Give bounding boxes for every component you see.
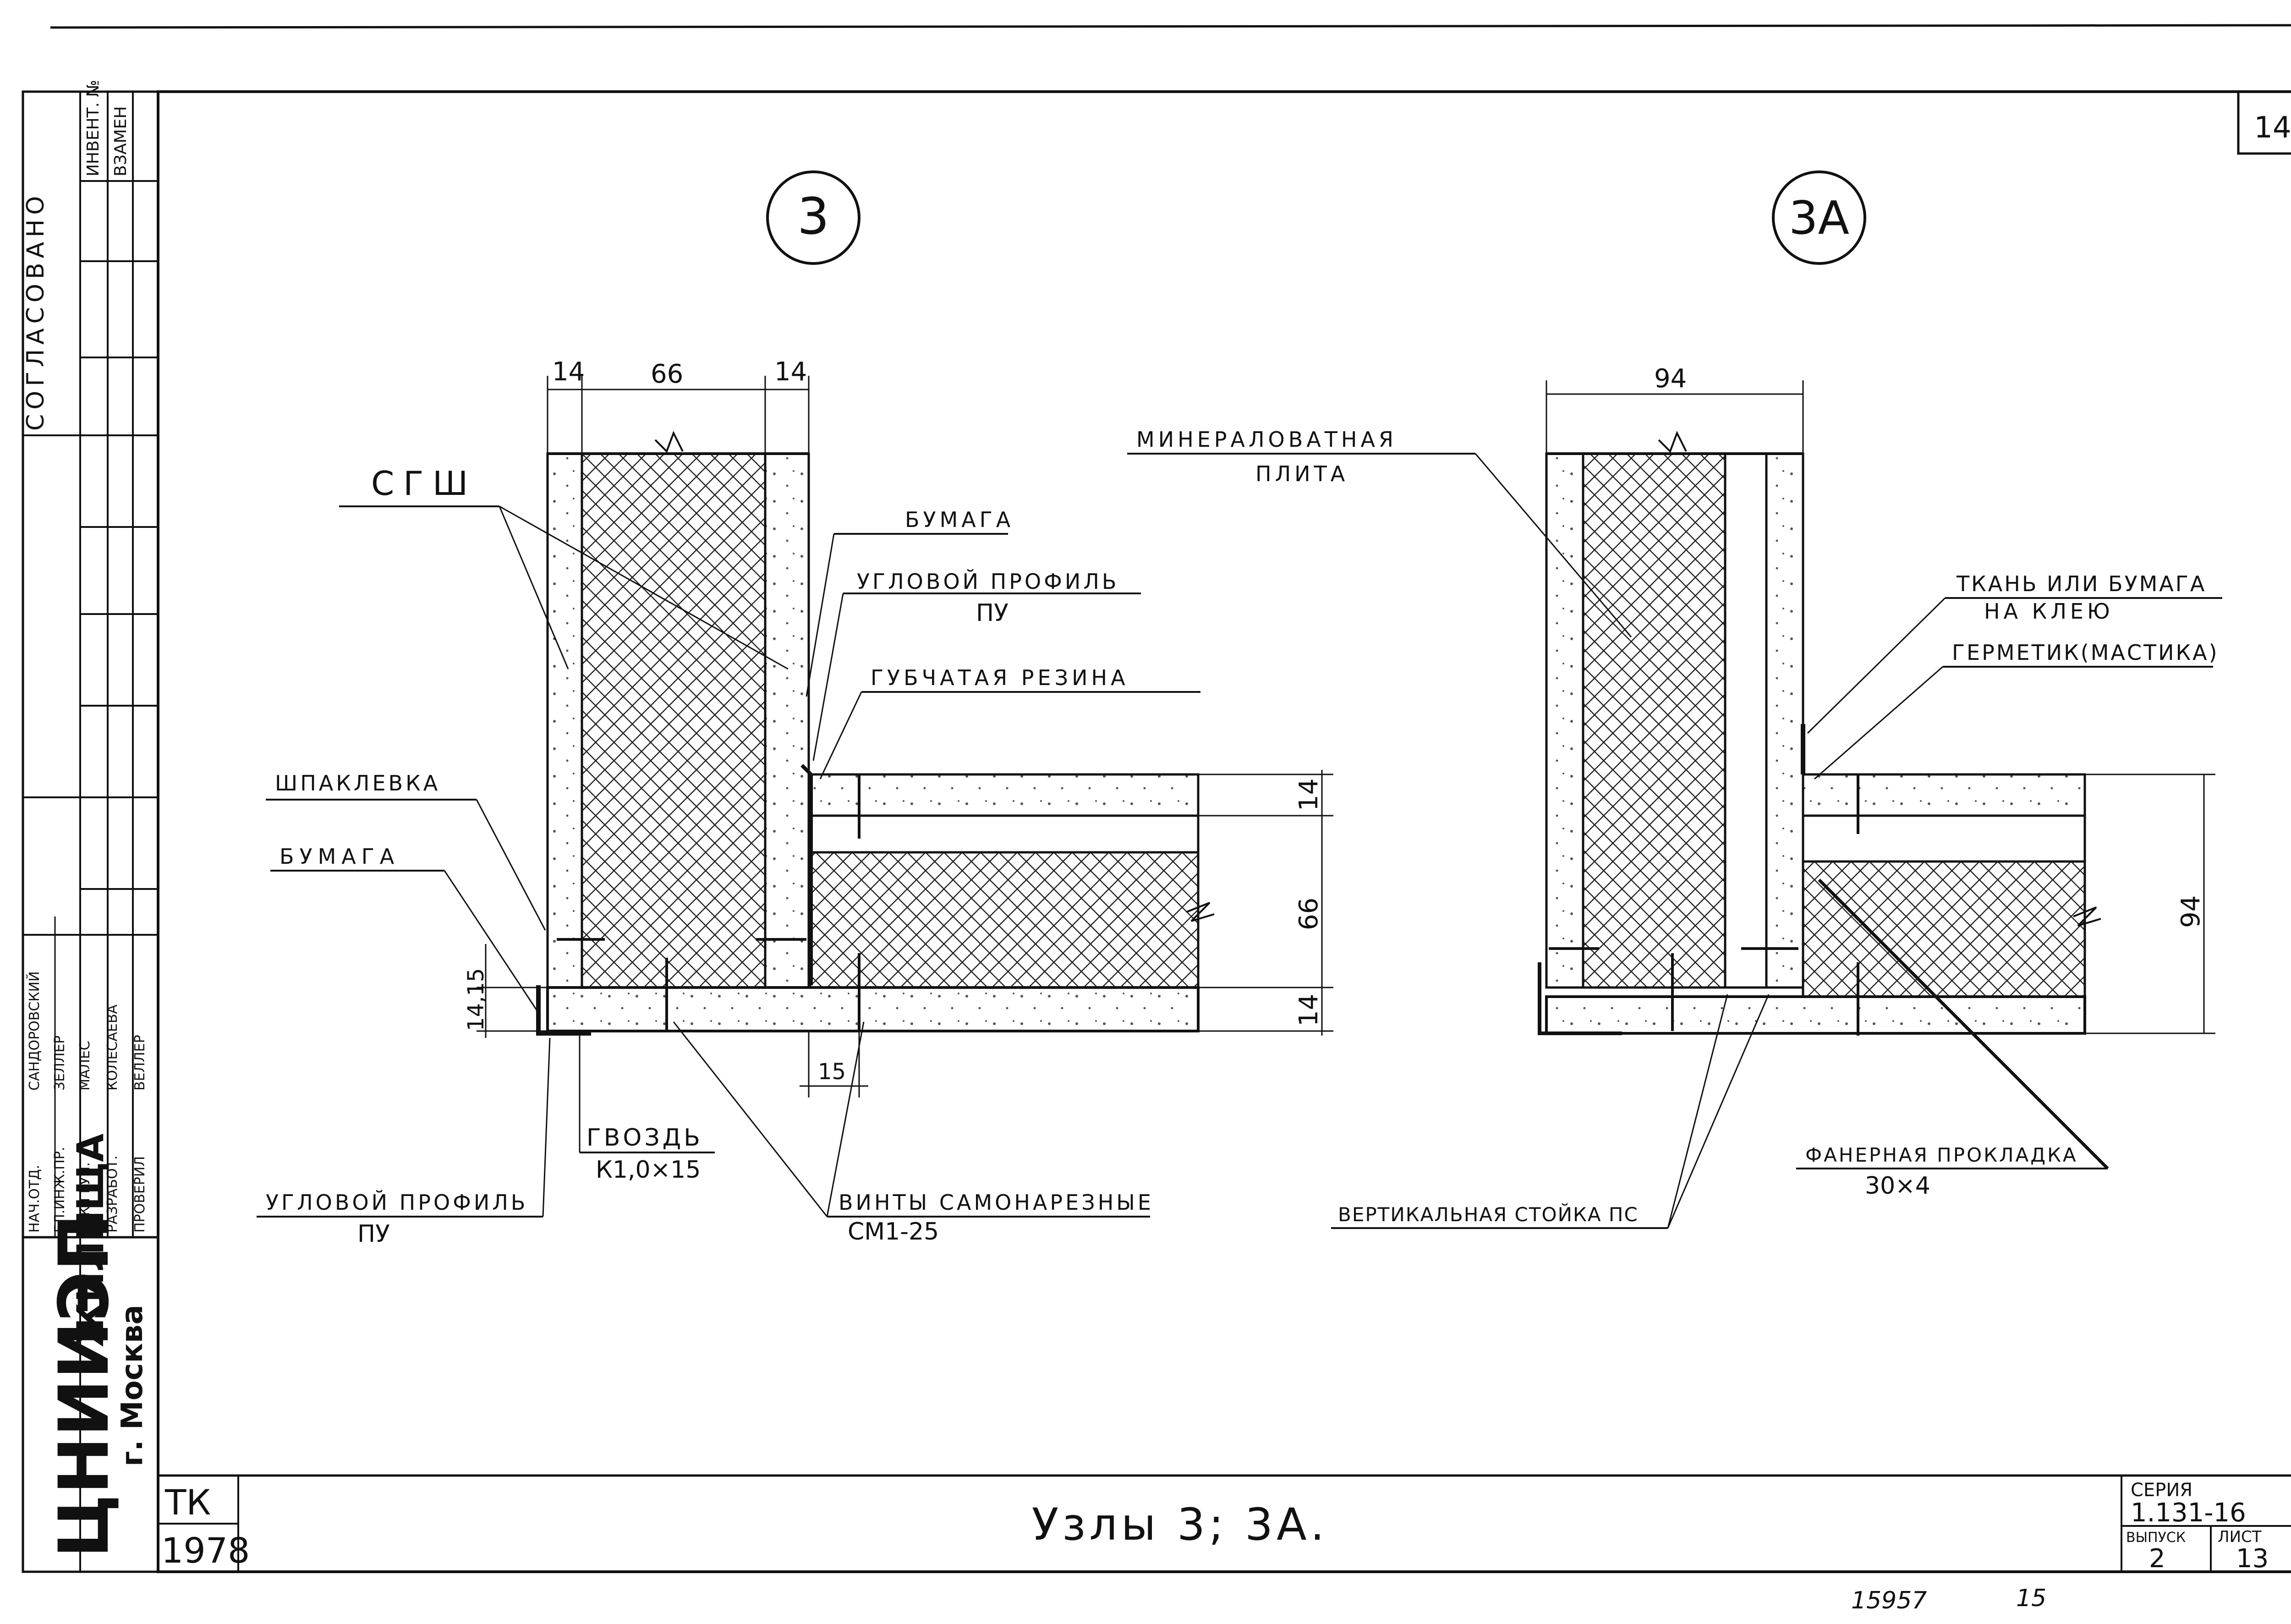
label-fabric-sub: НА КЛЕЮ: [1984, 599, 2114, 624]
node-3-labels: СГШ БУМАГА УГЛОВОЙ ПРОФИЛЬ ПУ ГУБЧАТАЯ Р…: [257, 464, 1200, 1248]
label-mineral-wool: МИНЕРАЛОВАТНАЯ: [1136, 427, 1397, 452]
name-2: ЗЕЛЛЕР: [52, 1036, 68, 1091]
dim-right-2: 66: [1294, 898, 1324, 930]
label-plywood: ФАНЕРНАЯ ПРОКЛАДКА: [1805, 1144, 2078, 1166]
doc-year: 1978: [161, 1530, 250, 1571]
label-sponge-rubber: ГУБЧАТАЯ РЕЗИНА: [871, 665, 1129, 690]
sheet-label: ЛИСТ: [2218, 1528, 2262, 1546]
label-nail-size: К1,0×15: [596, 1156, 701, 1184]
org-name: ЦНИИЭП: [44, 1214, 124, 1558]
inv-no-label: ИНВЕНТ. №: [84, 80, 103, 176]
agreed-label: СОГЛАСОВАНО: [22, 192, 49, 431]
series-label: СЕРИЯ: [2131, 1480, 2192, 1501]
node-3-marker-text: 3: [797, 187, 829, 246]
floor-insulation: [807, 851, 1200, 989]
node-3a-marker-text: 3А: [1789, 191, 1849, 245]
dim-right-3: 14: [1294, 994, 1324, 1026]
wall-board-inner-3a: [1765, 452, 1804, 989]
screws-3a: [1549, 774, 1859, 1036]
label-plywood-size: 30×4: [1865, 1172, 1930, 1200]
title-block: ТК 1978 Узлы 3; 3А. СЕРИЯ 1.131-16 ВЫПУС…: [158, 1474, 2291, 1574]
wall-board-inner: [764, 452, 810, 989]
dim-top-2: 66: [651, 359, 683, 389]
floor-gap-3a: [1802, 814, 2086, 863]
label-sealant: ГЕРМЕТИК(МАСТИКА): [1952, 640, 2219, 665]
dim-top-3: 14: [774, 357, 807, 387]
dim-top-3a: 94: [1654, 364, 1687, 394]
label-corner-profile-bottom-sub: ПУ: [357, 1220, 390, 1248]
floor-board-bottom: [546, 986, 1200, 1032]
name-3: МАЛЕС: [77, 1041, 93, 1091]
node-3a-dims: 94 94: [1546, 364, 2215, 1034]
label-corner-profile-top: УГЛОВОЙ ПРОФИЛЬ: [857, 569, 1119, 594]
replace-label: ВЗАМЕН: [111, 106, 130, 176]
org-city: г. Москва: [115, 1305, 149, 1466]
wall-post-3a: [1724, 452, 1768, 989]
role-4: РАЗРАБОТ.: [104, 1155, 121, 1233]
role-2: ГЛ.ИНЖ.ПР.: [52, 1147, 68, 1233]
doc-code: ТК: [164, 1482, 211, 1523]
name-1: САНДОРОВСКИЙ: [26, 971, 43, 1091]
role-3: РУК.ГРУП.: [77, 1162, 93, 1233]
label-nail: ГВОЗДЬ: [586, 1124, 703, 1152]
node-3-detail: 3 14 66: [257, 170, 1333, 1248]
dim-left-1: 14,15: [463, 968, 489, 1031]
label-mineral-wool-sub: ПЛИТА: [1255, 461, 1348, 486]
role-1: НАЧ.ОТД.: [27, 1165, 43, 1233]
dim-right-3a: 94: [2176, 895, 2206, 928]
name-4: КОЛЕСАЕВА: [104, 1004, 121, 1091]
dim-bottom: 15: [818, 1059, 846, 1085]
dim-right-1: 14: [1294, 779, 1324, 811]
wall-board-outer: [546, 452, 583, 989]
wall-insulation-3a: [1582, 452, 1726, 989]
name-5: ВЕЛЛЕР: [132, 1035, 148, 1091]
footer-number: 15957: [1851, 1587, 1927, 1614]
label-corner-profile-top-sub: ПУ: [976, 599, 1008, 627]
floor-board-top-3a: [1802, 773, 2086, 817]
drawing-title: Узлы 3; 3А.: [1032, 1499, 1328, 1550]
node-3a-detail: 3А 94 94: [1127, 170, 2222, 1229]
node-3-dims: 14 66 14 14 66 14 14,15 15: [463, 357, 1333, 1097]
role-5: ПРОВЕРИЛ: [132, 1156, 148, 1233]
node-3a-marker: [1772, 170, 1866, 265]
dim-top-1: 14: [552, 357, 585, 387]
screws: [557, 774, 860, 1031]
node-3a-labels: МИНЕРАЛОВАТНАЯ ПЛИТА ТКАНЬ ИЛИ БУМАГА НА…: [1127, 427, 2222, 1229]
label-post: ВЕРТИКАЛЬНАЯ СТОЙКА ПС: [1338, 1203, 1639, 1226]
footer-page: 15: [2016, 1585, 2046, 1612]
floor-board-top: [807, 773, 1200, 817]
wall-insulation: [581, 452, 767, 989]
label-screws-size: СМ1-25: [848, 1218, 939, 1245]
floor-insulation-3a: [1802, 860, 2086, 998]
signature-names: САНДОРОВСКИЙ ЗЕЛЛЕР МАЛЕС КОЛЕСАЕВА ВЕЛЛ…: [26, 971, 148, 1091]
label-sgsh: СГШ: [371, 464, 477, 503]
floor-gap: [807, 814, 1200, 854]
label-putty: ШПАКЛЕВКА: [275, 771, 440, 796]
label-screws: ВИНТЫ САМОНАРЕЗНЫЕ: [839, 1190, 1154, 1215]
issue-label: ВЫПУСК: [2126, 1530, 2186, 1546]
node-3-marker: [766, 170, 860, 265]
organization-block: ЦНИИЭП ЖИЛИЩА г. Москва: [44, 1134, 149, 1558]
label-fabric: ТКАНЬ ИЛИ БУМАГА: [1956, 571, 2206, 596]
wall-board-outer-3a: [1545, 452, 1584, 989]
label-corner-profile-bottom: УГЛОВОЙ ПРОФИЛЬ: [266, 1190, 528, 1215]
issue-value: 2: [2149, 1544, 2165, 1574]
floor-board-bottom-3a: [1545, 995, 2086, 1035]
sheet-number: 14: [2254, 111, 2291, 145]
signature-roles: НАЧ.ОТД. ГЛ.ИНЖ.ПР. РУК.ГРУП. РАЗРАБОТ. …: [27, 1147, 148, 1233]
label-paper-top: БУМАГА: [905, 507, 1014, 532]
left-strip: СОГЛАСОВАНО ИНВЕНТ. № ВЗАМЕН НАЧ.ОТД. ГЛ…: [22, 80, 159, 1573]
series-value: 1.131-16: [2131, 1498, 2246, 1528]
label-paper-left: БУМАГА: [280, 844, 400, 869]
org-suffix: ЖИЛИЩА: [69, 1134, 112, 1347]
sheet-number-box: 14: [2237, 90, 2291, 155]
sheet-value: 13: [2236, 1544, 2269, 1574]
